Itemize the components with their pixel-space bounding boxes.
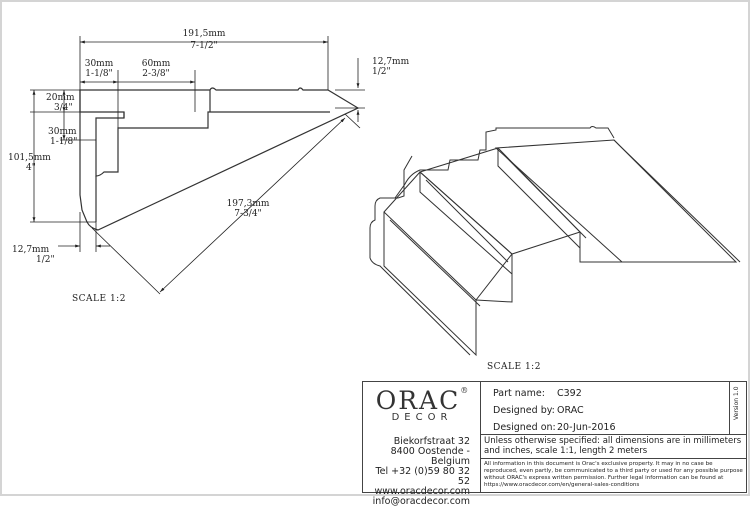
designed-on-row: Designed on: 20-Jun-2016 [481, 418, 729, 435]
dim-top-right-in: 1/2" [372, 67, 391, 77]
registered-mark: ® [460, 386, 469, 395]
spec-note: Unless otherwise specified: all dimensio… [481, 434, 747, 458]
dim-step2-in: 2-3/8" [142, 69, 169, 79]
address-phone: Tel +32 (0)59 80 32 52 [375, 466, 470, 487]
designed-by-label: Designed by: [493, 405, 555, 416]
dimension-lines [30, 36, 365, 295]
designed-by-value: ORAC [557, 405, 584, 416]
legal-note: All information in this document is Orac… [481, 458, 747, 492]
company-address: Biekorfstraat 32 8400 Oostende - Belgium… [363, 434, 481, 507]
dim-height-in: 4" [26, 163, 36, 173]
brand-sub: DECOR [391, 412, 453, 423]
dim-bottom-left-mm: 12,7mm [12, 245, 50, 255]
brand-name: ORAC® [375, 386, 469, 415]
dim-top-left-mm: 20mm [46, 93, 75, 103]
dim-diagonal-in: 7-3/4" [234, 209, 261, 219]
scale-label-right: SCALE 1:2 [487, 362, 541, 372]
dim-top-left-in: 3/4" [54, 103, 73, 113]
address-email[interactable]: info@oracdecor.com [372, 496, 470, 507]
profile-cross-section [79, 87, 360, 231]
designed-on-label: Designed on: [493, 422, 556, 433]
part-fields: Part name: C392 Designed by: ORAC Design… [481, 382, 729, 434]
dim-overall-in: 7-1/2" [190, 41, 217, 51]
version-cell: Version 1.0 [729, 382, 746, 434]
address-city: 8400 Oostende - Belgium [390, 446, 470, 467]
part-name-row: Part name: C392 [481, 384, 729, 401]
dim-left-step-in: 1-1/8" [50, 137, 77, 147]
dim-top-right-mm: 12,7mm [372, 57, 410, 67]
part-name-label: Part name: [493, 388, 545, 399]
technical-drawing: 191,5mm 7-1/2" 30mm 1-1/8" 60mm 2-3/8" 1… [8, 29, 741, 372]
dim-step2-mm: 60mm [142, 59, 171, 69]
dim-overall-mm: 191,5mm [183, 29, 226, 39]
designed-by-row: Designed by: ORAC [481, 401, 729, 418]
dim-height-mm: 101,5mm [8, 153, 51, 163]
drawing-sheet [0, 0, 750, 496]
version-label: Version 1.0 [733, 386, 740, 420]
isometric-view [369, 126, 741, 357]
dim-step1-mm: 30mm [85, 59, 114, 69]
address-website[interactable]: www.oracdecor.com [374, 486, 470, 497]
designed-on-value: 20-Jun-2016 [557, 422, 616, 433]
dim-diagonal-mm: 197,3mm [227, 199, 270, 209]
company-logo: ORAC® DECOR [363, 382, 481, 434]
dim-bottom-left-in: 1/2" [36, 255, 55, 265]
dim-left-step-mm: 30mm [48, 127, 77, 137]
dimension-labels: 191,5mm 7-1/2" 30mm 1-1/8" 60mm 2-3/8" 1… [8, 29, 410, 304]
title-block: ORAC® DECOR Biekorfstraat 32 8400 Oosten… [362, 381, 747, 507]
part-name-value: C392 [557, 388, 582, 399]
address-street: Biekorfstraat 32 [393, 436, 470, 447]
dim-step1-in: 1-1/8" [85, 69, 112, 79]
scale-label-left: SCALE 1:2 [72, 294, 126, 304]
